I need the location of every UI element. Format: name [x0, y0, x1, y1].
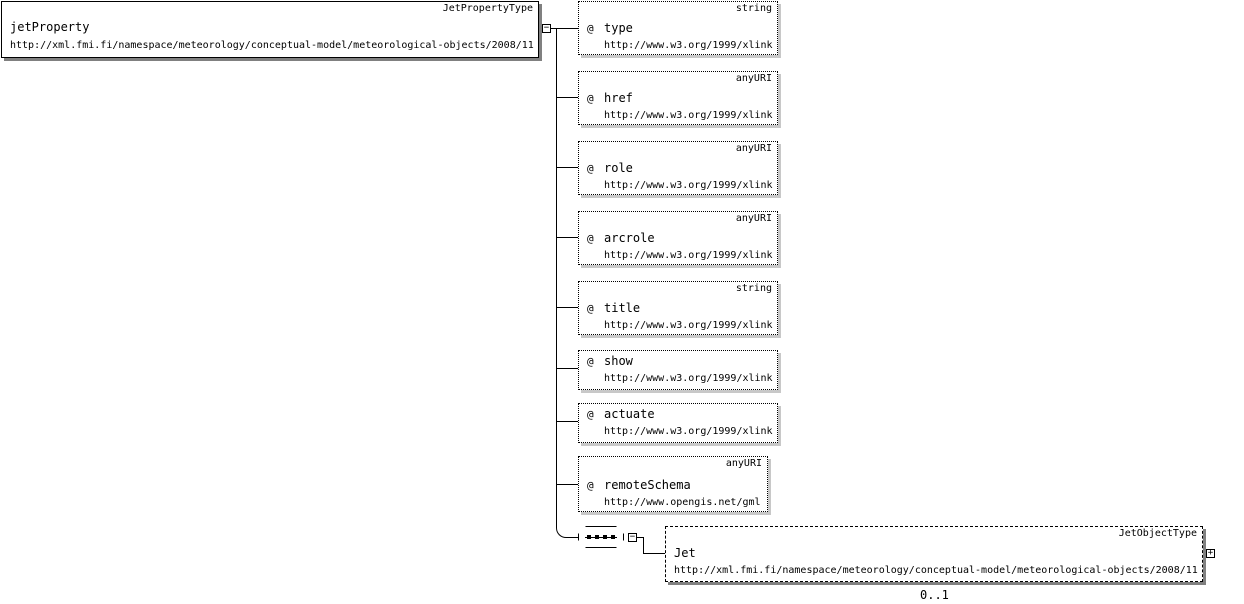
attribute-href-datatype: anyURI: [735, 73, 772, 84]
jet-element-box[interactable]: JetObjectType Jet http://xml.fmi.fi/name…: [665, 526, 1203, 582]
attribute-type-namespace: http://www.w3.org/1999/xlink: [604, 40, 773, 51]
connector-root-h: [551, 28, 557, 29]
jet-cardinality: 0..1: [920, 588, 949, 602]
connector-attr-3: [556, 167, 578, 168]
attribute-icon: @: [587, 355, 594, 368]
root-element-name: jetProperty: [10, 20, 90, 34]
attribute-arcrole-namespace: http://www.w3.org/1999/xlink: [604, 250, 773, 261]
jet-type-label: JetObjectType: [1118, 528, 1197, 539]
attribute-show-namespace: http://www.w3.org/1999/xlink: [604, 373, 773, 384]
attribute-icon: @: [587, 162, 594, 175]
jet-element-name: Jet: [674, 546, 696, 560]
connector-attr-6: [556, 368, 578, 369]
attribute-show[interactable]: @ show http://www.w3.org/1999/xlink: [578, 350, 778, 390]
sequence-line: [585, 537, 617, 538]
root-collapse-toggle[interactable]: −: [542, 23, 551, 33]
attribute-icon: @: [587, 479, 594, 492]
attribute-icon: @: [587, 232, 594, 245]
attribute-title[interactable]: string @ title http://www.w3.org/1999/xl…: [578, 281, 778, 335]
connector-attr-5: [556, 307, 578, 308]
attribute-href-name: href: [604, 91, 633, 105]
attribute-type-name: type: [604, 21, 633, 35]
attribute-arcrole-name: arcrole: [604, 231, 655, 245]
connector-attr-8: [556, 484, 578, 485]
attribute-arcrole[interactable]: anyURI @ arcrole http://www.w3.org/1999/…: [578, 211, 778, 265]
root-element-box[interactable]: JetPropertyType jetProperty http://xml.f…: [1, 1, 539, 58]
sequence-collapse-toggle[interactable]: −: [628, 532, 637, 542]
sequence-dot: [603, 535, 607, 539]
attribute-actuate-namespace: http://www.w3.org/1999/xlink: [604, 426, 773, 437]
connector-sequence-curve: [556, 527, 578, 538]
attribute-title-datatype: string: [735, 283, 772, 294]
connector-attr-4: [556, 237, 578, 238]
sequence-dot: [587, 535, 591, 539]
sequence-dot: [611, 535, 615, 539]
root-type-label: JetPropertyType: [442, 3, 533, 14]
jet-expand-toggle[interactable]: +: [1206, 548, 1215, 558]
attribute-href-namespace: http://www.w3.org/1999/xlink: [604, 110, 773, 121]
sequence-compositor[interactable]: [578, 526, 624, 548]
attribute-icon: @: [587, 408, 594, 421]
attribute-remoteSchema-namespace: http://www.opengis.net/gml: [604, 497, 761, 508]
attribute-actuate-name: actuate: [604, 407, 655, 421]
attribute-title-name: title: [604, 301, 641, 315]
connector-trunk: [556, 28, 557, 528]
attribute-type[interactable]: string @ type http://www.w3.org/1999/xli…: [578, 1, 778, 55]
attribute-href[interactable]: anyURI @ href http://www.w3.org/1999/xli…: [578, 71, 778, 125]
attribute-remoteSchema-name: remoteSchema: [604, 478, 691, 492]
attribute-role-name: role: [604, 161, 633, 175]
attribute-title-namespace: http://www.w3.org/1999/xlink: [604, 320, 773, 331]
attribute-icon: @: [587, 92, 594, 105]
attribute-role-namespace: http://www.w3.org/1999/xlink: [604, 180, 773, 191]
connector-jet: [643, 553, 665, 554]
attribute-show-name: show: [604, 354, 633, 368]
attribute-role-datatype: anyURI: [735, 143, 772, 154]
connector-attr-1: [556, 28, 578, 29]
jet-namespace: http://xml.fmi.fi/namespace/meteorology/…: [674, 565, 1198, 576]
attribute-remoteSchema-datatype: anyURI: [725, 458, 762, 469]
connector-attr-2: [556, 97, 578, 98]
connector-seq-h: [637, 537, 643, 538]
attribute-remoteSchema[interactable]: anyURI @ remoteSchema http://www.opengis…: [578, 456, 768, 512]
sequence-dot: [595, 535, 599, 539]
attribute-icon: @: [587, 302, 594, 315]
attribute-actuate[interactable]: @ actuate http://www.w3.org/1999/xlink: [578, 403, 778, 443]
root-namespace: http://xml.fmi.fi/namespace/meteorology/…: [10, 40, 534, 51]
connector-seq-v: [643, 537, 644, 554]
attribute-icon: @: [587, 22, 594, 35]
connector-attr-7: [556, 421, 578, 422]
attribute-arcrole-datatype: anyURI: [735, 213, 772, 224]
attribute-type-datatype: string: [735, 3, 772, 14]
attribute-role[interactable]: anyURI @ role http://www.w3.org/1999/xli…: [578, 141, 778, 195]
